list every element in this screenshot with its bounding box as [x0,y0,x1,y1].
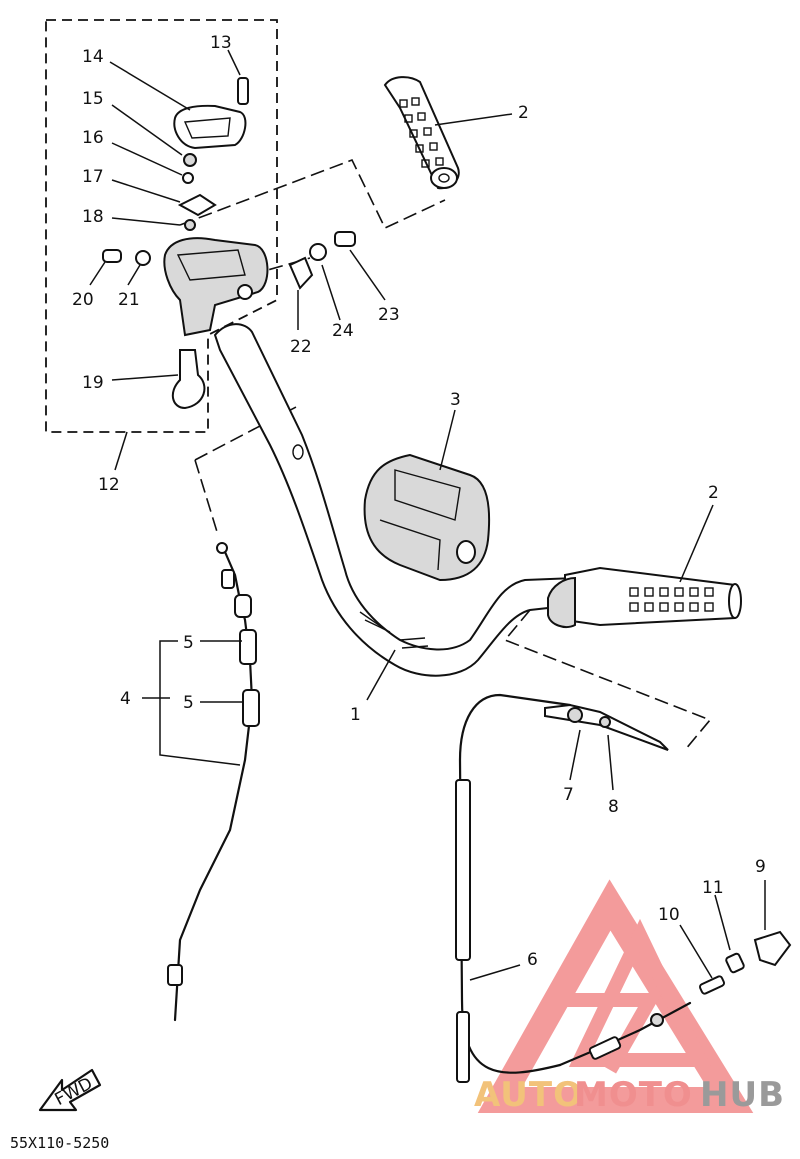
assembly-12-boundary [45,19,278,433]
label-13: 13 [210,33,232,53]
label-4: 4 [120,689,131,709]
label-3: 3 [450,390,461,410]
watermark-logo [477,879,754,1113]
handlebar-pad [363,453,491,582]
watermark-moto: MOTO [574,1075,693,1115]
fwd-label: FWD [52,1074,96,1110]
throttle-housing [163,237,269,337]
label-5-top: 5 [183,633,194,653]
leader-12 [114,431,128,471]
watermark-auto: AUTO [474,1075,583,1115]
cable-right [455,693,792,1083]
throttle-alignment-line [503,609,712,751]
label-2-left: 2 [518,103,529,123]
label-14: 14 [82,47,104,67]
label-5-bottom: 5 [183,693,194,713]
label-21: 21 [118,290,140,310]
label-12: 12 [98,475,120,495]
label-11: 11 [702,878,724,898]
label-6: 6 [527,950,538,970]
diagram-code: 55X110-5250 [10,1134,109,1152]
watermark-text: AUTO MOTO HUB [474,1075,785,1115]
label-22: 22 [290,337,312,357]
label-10: 10 [658,905,680,925]
handlebar [213,323,576,677]
label-23: 23 [378,305,400,325]
right-grip [547,566,742,628]
cable-alignment-line [194,404,301,536]
label-20: 20 [72,290,94,310]
housing-cover [173,104,247,150]
part-labels: 14 13 15 16 17 18 20 21 19 12 22 24 23 2… [72,33,766,970]
label-8: 8 [608,797,619,817]
watermark-hub: HUB [700,1075,785,1115]
label-9: 9 [755,857,766,877]
grip-alignment-line [179,158,446,230]
fwd-arrow: FWD [38,1068,102,1112]
label-1: 1 [350,705,361,725]
small-parts [102,77,356,410]
label-16: 16 [82,128,104,148]
left-grip [383,76,460,190]
cable-left [167,542,260,1022]
label-15: 15 [82,89,104,109]
label-7: 7 [563,785,574,805]
label-24: 24 [332,321,354,341]
label-17: 17 [82,167,104,187]
label-18: 18 [82,207,104,227]
leader-lines [89,49,766,981]
label-2-right: 2 [708,483,719,503]
label-19: 19 [82,373,104,393]
